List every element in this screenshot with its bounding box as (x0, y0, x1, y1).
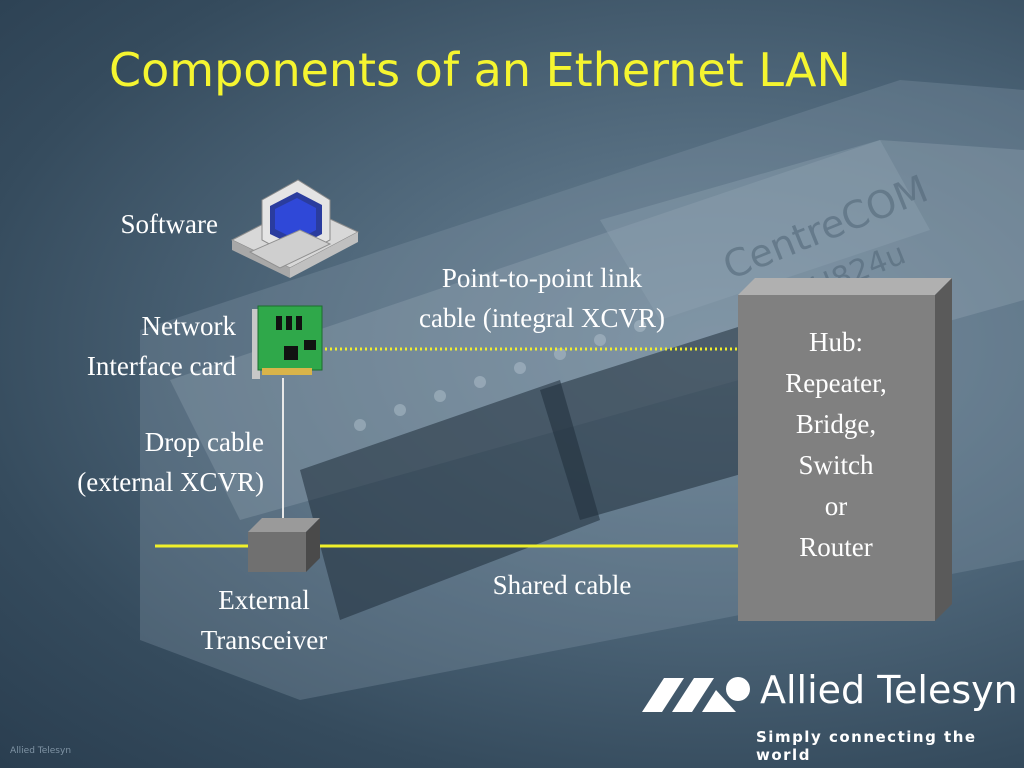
network-interface-card-icon (252, 305, 323, 379)
xcvr-label-line2: Transceiver (200, 625, 328, 655)
p2p-label-line1: Point-to-point link (441, 263, 643, 293)
nic-label-line2: Interface card (86, 351, 236, 381)
shared-cable-label: Shared cable (492, 570, 632, 600)
point-to-point-label: Point-to-point link cable (integral XCVR… (372, 258, 712, 338)
hub-label: Hub: Repeater, Bridge, Switch or Router (740, 322, 932, 568)
external-transceiver-icon (248, 518, 320, 572)
slide-title-text: Components of an Ethernet LAN (109, 43, 851, 97)
drop-label-line2: (external XCVR) (77, 467, 264, 497)
hub-line: or (824, 491, 848, 521)
logo-tagline: Simply connecting the world (756, 728, 977, 764)
nic-label-line1: Network (141, 311, 236, 341)
p2p-label-line2: cable (integral XCVR) (419, 303, 665, 333)
hub-line: Hub: (809, 327, 863, 357)
drop-label-line1: Drop cable (144, 427, 264, 457)
computer-icon (230, 179, 360, 278)
slide-footer: Allied Telesyn (10, 746, 72, 756)
hub-line: Bridge, (795, 409, 877, 439)
slide-title: Components of an Ethernet LAN (0, 40, 960, 100)
hub-line: Router (799, 532, 873, 562)
logo-name: Allied Telesyn (760, 668, 1018, 712)
hub-box (738, 278, 952, 621)
hub-line: Switch (798, 450, 874, 480)
hub-line: Repeater, (785, 368, 887, 398)
software-label: Software (120, 209, 218, 239)
external-transceiver-label: External Transceiver (170, 580, 358, 660)
drop-cable-label: Drop cable (external XCVR) (10, 422, 264, 502)
nic-label: Network Interface card (30, 306, 236, 386)
xcvr-label-line1: External (218, 585, 310, 615)
